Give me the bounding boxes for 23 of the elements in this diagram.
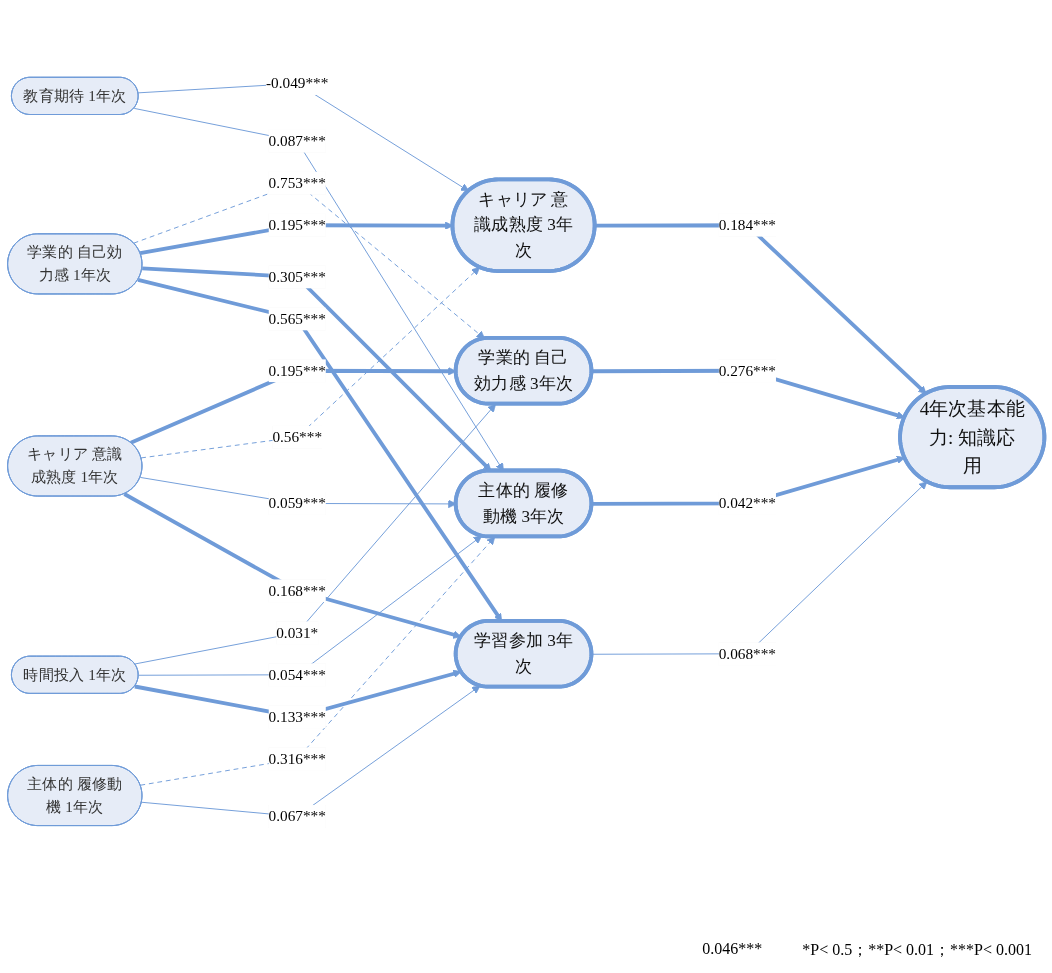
edge-label: 0.565***	[268, 310, 326, 327]
arrow	[123, 492, 462, 639]
edge-label: -0.049***	[266, 74, 329, 92]
edge-label: 0.305***	[268, 268, 326, 285]
edge-label: 0.56***	[272, 428, 323, 445]
edge-label: 0.316***	[268, 750, 326, 767]
edge-label: 0.068***	[718, 645, 776, 662]
edge-label: 0.195***	[268, 362, 326, 379]
edge-label: 0.195***	[268, 216, 326, 233]
arrow	[595, 223, 927, 395]
edge-label: 0.168***	[268, 582, 326, 599]
edge-label: 0.054***	[268, 666, 326, 683]
edge-label: 0.059***	[268, 494, 326, 512]
edge-label: 0.753***	[268, 174, 326, 191]
edge-label: 0.067***	[268, 807, 326, 825]
note-text: *P< 0.5；**P< 0.01；***P< 0.001	[802, 940, 1032, 960]
edge-label: 0.133***	[268, 708, 326, 725]
edge-label: 0.031*	[276, 624, 319, 641]
edge-label: 0.042***	[718, 494, 776, 512]
note-text: 0.046***	[702, 940, 763, 959]
edge-label: 0.276***	[718, 362, 776, 379]
edge-label: 0.087***	[268, 132, 326, 149]
edge-label: 0.184***	[718, 216, 776, 233]
